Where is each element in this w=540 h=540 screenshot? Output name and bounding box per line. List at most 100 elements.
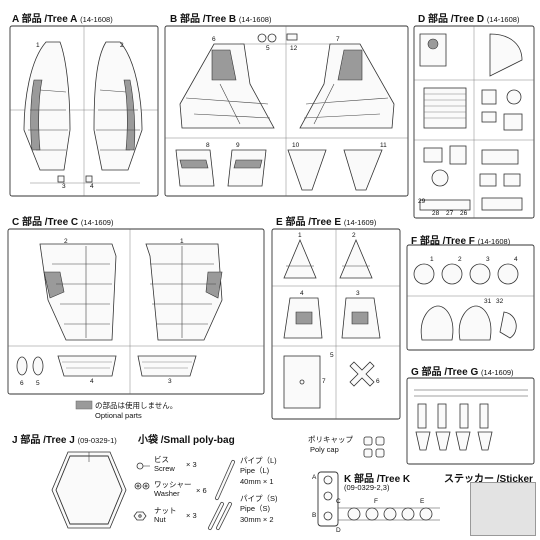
tree-d-title: D 部品 /Tree D (14-1608) bbox=[418, 14, 520, 25]
part-number: 9 bbox=[236, 142, 240, 149]
tree-c-part-right-shell bbox=[145, 243, 223, 341]
part-number: 7 bbox=[336, 36, 340, 43]
tree-b-part-right-panel bbox=[299, 43, 395, 129]
part-number: 32 bbox=[496, 298, 504, 305]
washer-label-jp: ワッシャー bbox=[154, 480, 192, 489]
pipe-s-qty: 30mm × 2 bbox=[240, 515, 274, 524]
tree-e-part-fins bbox=[283, 238, 373, 279]
tree-a-title: A 部品 /Tree A (14-1608) bbox=[12, 14, 113, 25]
part-number: 3 bbox=[486, 256, 490, 263]
tree-c-part-feet bbox=[16, 355, 197, 377]
washer-label-en: Washer bbox=[154, 489, 180, 498]
optional-parts-note-jp: の部品は使用しません。 bbox=[95, 401, 178, 410]
tree-k-code: (09-0329-2,3) bbox=[344, 483, 390, 492]
tree-e-frame bbox=[271, 228, 401, 420]
part-number: 10 bbox=[292, 142, 300, 149]
part-number: 12 bbox=[290, 45, 298, 52]
part-number: 2 bbox=[352, 232, 356, 239]
part-number: 2 bbox=[458, 256, 462, 263]
tree-j-title: J 部品 /Tree J (09-0329-1) bbox=[12, 435, 117, 446]
part-number: 4 bbox=[90, 183, 94, 190]
part-number: 1 bbox=[430, 256, 434, 263]
tree-f-title: F 部品 /Tree F (14-1608) bbox=[411, 236, 511, 247]
part-number: 5 bbox=[330, 352, 334, 359]
tree-f-frame bbox=[406, 244, 535, 351]
pipe-s-label-en: Pipe（S) bbox=[240, 504, 271, 513]
part-number: 1 bbox=[180, 238, 184, 245]
part-number: 6 bbox=[212, 36, 216, 43]
part-number: 27 bbox=[446, 210, 454, 217]
pipe-l-qty: 40mm × 1 bbox=[240, 477, 274, 486]
nut-label-jp: ナット bbox=[154, 506, 177, 515]
screw-label-en: Screw bbox=[154, 464, 175, 473]
part-number: 5 bbox=[266, 45, 270, 52]
tree-b-part-valve bbox=[257, 33, 298, 43]
screw-label-jp: ビス bbox=[154, 455, 169, 464]
part-number: 7 bbox=[322, 378, 326, 385]
nut-qty: × 3 bbox=[186, 511, 197, 520]
part-number: B bbox=[312, 512, 317, 519]
tree-g-title: G 部品 /Tree G (14-1609) bbox=[411, 367, 514, 378]
part-number: 4 bbox=[90, 378, 94, 385]
tree-j-part-hexagon bbox=[51, 451, 127, 529]
part-number: 8 bbox=[206, 142, 210, 149]
part-number: 1 bbox=[36, 42, 40, 49]
tree-a-part-right-hull bbox=[93, 41, 143, 171]
pipe-l-label-en: Pipe（L) bbox=[240, 466, 270, 475]
tree-c-title: C 部品 /Tree C (14-1609) bbox=[12, 217, 114, 228]
tree-d-frame bbox=[413, 25, 535, 219]
washer-qty: × 6 bbox=[196, 486, 207, 495]
part-number: 3 bbox=[356, 290, 360, 297]
tree-k-runner bbox=[317, 471, 440, 527]
part-number: 28 bbox=[432, 210, 440, 217]
part-number: C bbox=[336, 498, 341, 505]
tree-e-title: E 部品 /Tree E (14-1609) bbox=[276, 217, 377, 228]
tree-a-part-left-hull bbox=[23, 41, 71, 171]
part-number: 26 bbox=[460, 210, 468, 217]
part-number: D bbox=[336, 527, 341, 534]
polycap-label-jp: ポリキャップ bbox=[308, 435, 353, 444]
part-number: 3 bbox=[62, 183, 66, 190]
part-number: 6 bbox=[376, 378, 380, 385]
screw-qty: × 3 bbox=[186, 460, 197, 469]
pipe-s-label-jp: パイプ（S) bbox=[240, 494, 278, 503]
part-number: 11 bbox=[380, 142, 387, 149]
part-number: 29 bbox=[418, 198, 426, 205]
part-number: 6 bbox=[20, 380, 24, 387]
part-number: 3 bbox=[168, 378, 172, 385]
part-number: E bbox=[420, 498, 425, 505]
tree-f-part-domes bbox=[420, 305, 517, 341]
tree-b-title: B 部品 /Tree B (14-1608) bbox=[170, 14, 272, 25]
part-number: 4 bbox=[300, 290, 304, 297]
tree-c-part-left-shell bbox=[39, 243, 117, 341]
part-number: 2 bbox=[64, 238, 68, 245]
part-number: 31 bbox=[484, 298, 492, 305]
polycap-icons bbox=[363, 436, 385, 458]
tree-b-part-fins bbox=[175, 149, 383, 191]
tree-e-part-plate bbox=[283, 355, 375, 409]
tree-f-part-discs bbox=[413, 263, 519, 285]
part-number: 4 bbox=[514, 256, 518, 263]
part-number: 2 bbox=[120, 42, 124, 49]
part-number: 5 bbox=[36, 380, 40, 387]
tree-k-title: K 部品 /Tree K bbox=[344, 474, 411, 485]
tree-e-part-brackets bbox=[283, 297, 381, 339]
optional-parts-swatch bbox=[75, 400, 93, 410]
tree-b-part-left-panel bbox=[179, 43, 275, 129]
part-number: 1 bbox=[298, 232, 302, 239]
sticker-title: ステッカー /Sticker bbox=[444, 474, 533, 485]
tree-c-frame bbox=[7, 228, 265, 395]
tree-b-frame bbox=[164, 25, 409, 197]
tree-d-part-details bbox=[419, 33, 523, 211]
pipe-l-label-jp: パイプ（L) bbox=[240, 456, 277, 465]
tree-g-part-pins bbox=[414, 389, 528, 451]
part-number: A bbox=[312, 474, 317, 481]
tree-g-frame bbox=[406, 377, 535, 465]
optional-parts-note-en: Optional parts bbox=[95, 411, 142, 420]
polycap-label-en: Poly cap bbox=[310, 445, 339, 454]
small-bag-icons bbox=[133, 460, 235, 530]
small-bag-title: 小袋 /Small poly-bag bbox=[138, 435, 235, 446]
nut-label-en: Nut bbox=[154, 515, 166, 524]
tree-a-small-parts bbox=[57, 175, 93, 183]
